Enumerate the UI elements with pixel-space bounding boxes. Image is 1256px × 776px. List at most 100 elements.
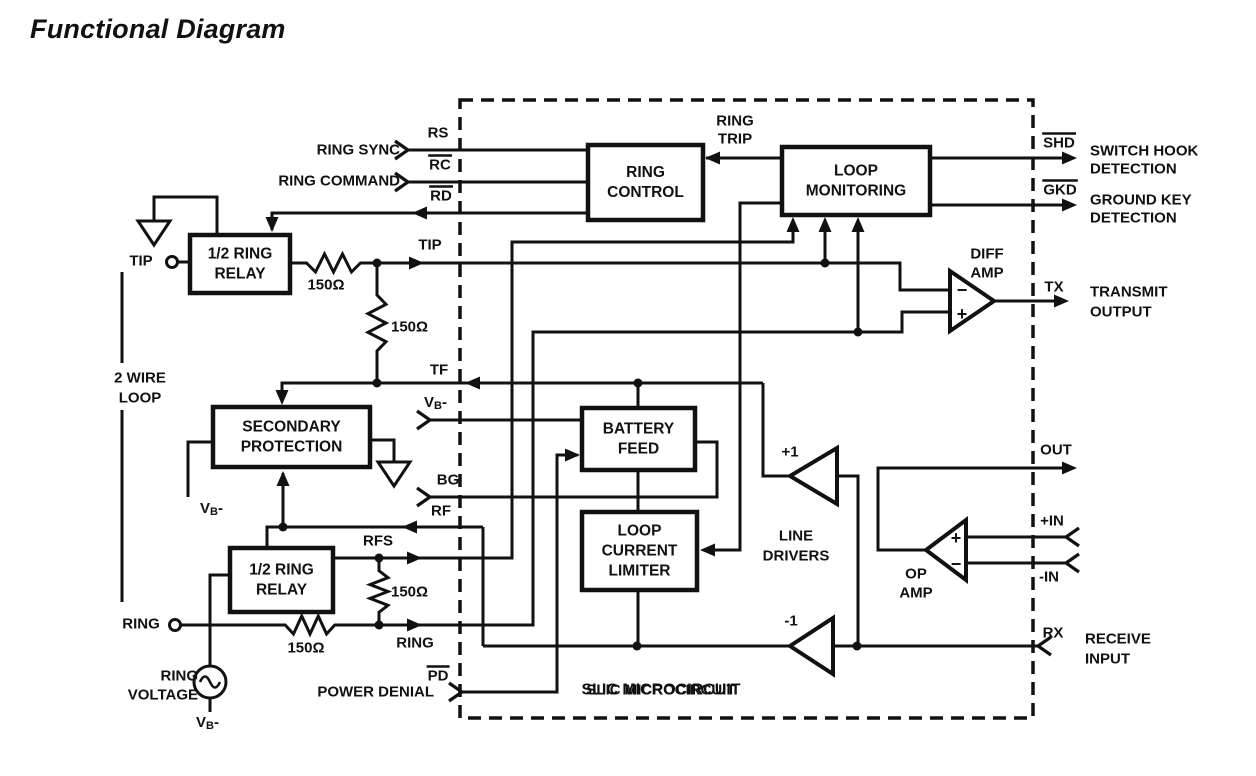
ground-symbol-1 <box>135 219 173 248</box>
into-relay1-arrow <box>265 217 279 232</box>
label-+-54: + <box>951 528 962 548</box>
wire-lm-left-line <box>703 201 782 552</box>
tf-dir-arrow <box>465 376 480 390</box>
junction-dot-7 <box>374 620 384 630</box>
minus1-driver <box>786 614 835 678</box>
label-vb-13: VB- <box>196 714 219 733</box>
wire-bg-line <box>430 440 719 499</box>
label-rc-3: RC <box>429 157 451 174</box>
label-ring-command-1: RING COMMAND <box>278 173 400 190</box>
pd-pin <box>448 681 465 703</box>
label-ring-21: RING <box>396 635 434 652</box>
junction-dot-9 <box>852 641 862 651</box>
label-+-53: + <box>957 304 968 324</box>
label-slic-microcircuit-28: SLIC MICROCIRCUIT <box>586 682 735 699</box>
ground-symbol-2 <box>375 460 413 489</box>
wire-sp-vb-line <box>186 440 213 497</box>
block-loop-current-limiter-label: CURRENT <box>602 543 678 560</box>
wire-sp-ground-line <box>370 438 396 462</box>
junction-dot-0 <box>372 258 382 268</box>
label-ring-sync-0: RING SYNC <box>317 142 401 159</box>
rc-pin <box>394 171 411 193</box>
block-loop-monitoring-box <box>779 144 933 218</box>
plus1-driver <box>786 444 839 508</box>
lm3-arrow <box>851 217 865 232</box>
junction-dot-1 <box>820 258 830 268</box>
block-half-ring-relay-top-box <box>187 232 293 296</box>
rfs-dir-arrow <box>407 551 422 565</box>
tip-terminal <box>165 255 179 269</box>
wire-relay1-ground-stub <box>152 195 219 235</box>
block-half-ring-relay-bottom-label: 1/2 RING <box>249 562 314 579</box>
op-amp <box>922 516 968 584</box>
junction-dot-8 <box>632 641 642 651</box>
ring-terminal <box>168 618 182 632</box>
label-power-denial-26: POWER DENIAL <box>317 684 434 701</box>
block-ring-control-label: RING <box>626 164 665 181</box>
label-op-48: OP <box>905 566 927 583</box>
lm1-arrow <box>786 217 800 232</box>
label-rfs-20: RFS <box>363 533 393 550</box>
label-drivers-47: DRIVERS <box>763 548 830 565</box>
rd-dir-arrow <box>412 206 427 220</box>
junction-dot-6 <box>853 327 863 337</box>
block-secondary-protection-box <box>210 404 373 470</box>
ring-dir-arrow <box>407 618 422 632</box>
junction-dot-2 <box>372 378 382 388</box>
label-ring-11: RING <box>161 668 199 685</box>
ring-trip-arrow <box>705 151 720 165</box>
block-half-ring-relay-bottom-label: RELAY <box>256 582 308 599</box>
block-loop-monitoring: LOOP MONITORING <box>779 144 933 218</box>
label-tx-37: TX <box>1044 279 1063 296</box>
rs-pin <box>394 139 411 161</box>
tx-arrow <box>1054 294 1069 308</box>
tip-dir-arrow <box>409 256 424 270</box>
junction-dot-3 <box>633 378 643 388</box>
label-tip-7: TIP <box>129 253 152 270</box>
wire-opamp-output-line <box>876 466 1074 552</box>
label-detection-34: DETECTION <box>1090 210 1177 227</box>
vb-pin <box>416 409 433 431</box>
minus-in-pin <box>1063 552 1080 574</box>
label-+1-50: +1 <box>781 444 798 461</box>
block-loop-monitoring-label: LOOP <box>834 163 878 180</box>
label-150-24: 150Ω <box>287 640 324 657</box>
label-ring-5: RING <box>716 113 754 130</box>
block-battery-feed: BATTERY FEED <box>579 405 698 473</box>
label-sign-52: − <box>957 280 968 300</box>
block-battery-feed-label: BATTERY <box>603 421 675 438</box>
label-trip-6: TRIP <box>718 131 752 148</box>
block-ring-control-box <box>585 142 706 223</box>
into-bf-arrow <box>565 448 580 462</box>
label-gkd-32: GKD <box>1043 182 1077 199</box>
block-loop-monitoring-label: MONITORING <box>806 183 906 200</box>
label-output-39: OUTPUT <box>1090 304 1152 321</box>
label-switch-hook-30: SWITCH HOOK <box>1090 143 1198 160</box>
label-rf-19: RF <box>431 503 451 520</box>
label-tf-18: TF <box>430 362 448 379</box>
lm2-arrow <box>818 217 832 232</box>
gkd-arrow <box>1062 198 1077 212</box>
label-out-40: OUT <box>1040 442 1072 459</box>
junction-dot-5 <box>374 553 384 563</box>
plus-in-pin <box>1063 526 1080 548</box>
out-arrow <box>1062 461 1077 475</box>
wire-tf-line <box>280 381 763 401</box>
label-pd-27: PD <box>428 668 449 685</box>
block-battery-feed-box <box>579 405 698 473</box>
label-in-42: -IN <box>1039 569 1059 586</box>
block-battery-feed-label: FEED <box>618 441 659 458</box>
block-half-ring-relay-top-label: 1/2 RING <box>208 246 273 263</box>
wire-rd-line <box>270 211 588 230</box>
resistor-r-tip-series <box>290 250 377 276</box>
diff-amp <box>948 267 998 335</box>
label-shd-29: SHD <box>1043 135 1075 152</box>
label-150-22: 150Ω <box>307 277 344 294</box>
resistor-r-tip-shunt <box>364 263 390 383</box>
label-input-45: INPUT <box>1085 651 1130 668</box>
